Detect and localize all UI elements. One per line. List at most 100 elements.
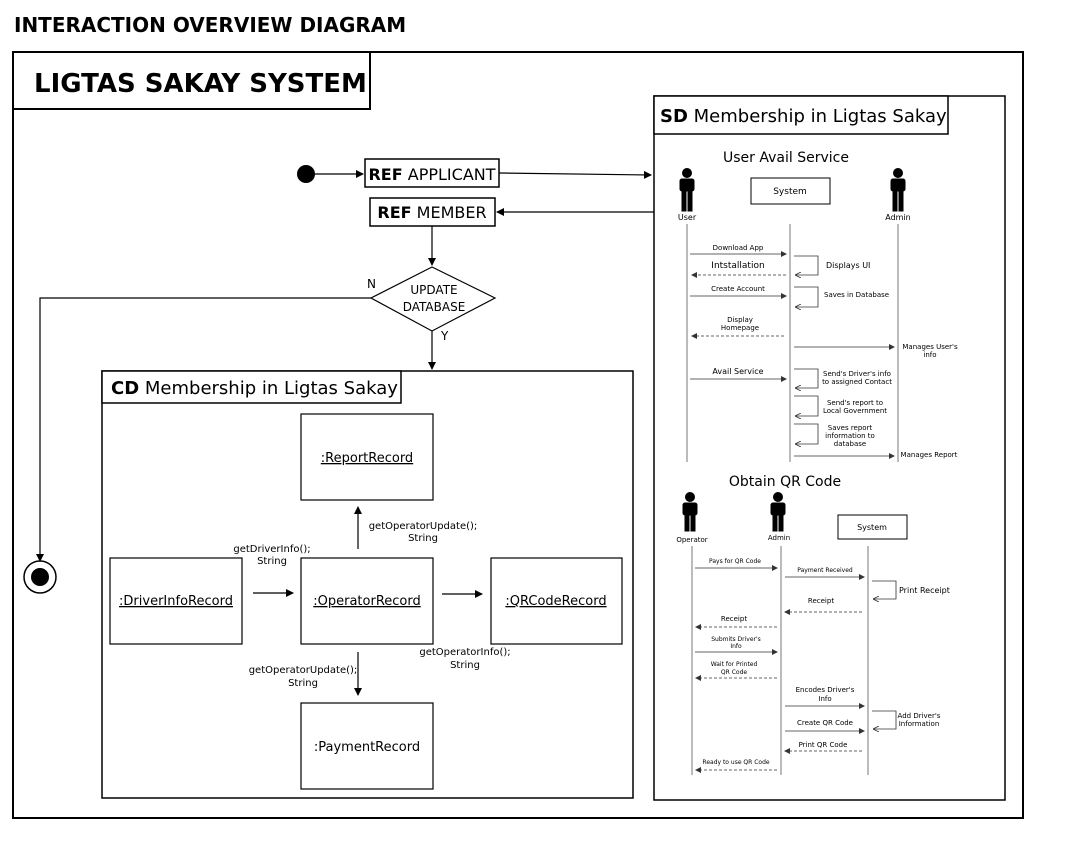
seq1-self-sends-contact — [794, 368, 819, 388]
system-frame-tab — [12, 51, 371, 110]
class-report-record — [300, 413, 434, 501]
seq1-msg-create-account-label: Create Account — [711, 285, 765, 293]
seq2-add-driver-l1: Add Driver's — [898, 712, 941, 720]
seq1-system-label: System — [773, 187, 807, 197]
svg-text:REF APPLICANT: REF APPLICANT — [368, 165, 495, 184]
ref-member-keyword: REF — [377, 203, 411, 222]
class-payment-record — [300, 702, 434, 790]
ref-member-label: MEMBER — [417, 203, 487, 222]
seq2-print-qr-label: Print QR Code — [799, 741, 848, 749]
flow-applicant-to-sd — [498, 170, 652, 179]
seq2-heading: Obtain QR Code — [729, 474, 841, 490]
msg-operator-update-payment-type: String — [288, 678, 318, 689]
seq1-saves-report-l3: database — [834, 440, 866, 448]
sd-keyword: SD — [660, 106, 688, 127]
seq1-sends-contact-l1: Send's Driver's info — [823, 370, 891, 378]
seq1-self-sends-local — [794, 395, 819, 416]
class-report-record-label: :ReportRecord — [321, 451, 413, 466]
decision-line-2: DATABASE — [403, 300, 466, 314]
svg-text:REF MEMBER: REF MEMBER — [377, 203, 486, 222]
cd-title: Membership in Ligtas Sakay — [145, 378, 398, 399]
msg-operator-update-report-type: String — [408, 533, 438, 544]
seq2-system-box — [837, 514, 908, 540]
seq1-self-saves-report — [794, 423, 819, 444]
ref-applicant: REF APPLICANT — [364, 158, 500, 188]
seq2-submits-l2: Info — [730, 643, 742, 650]
page-title: INTERACTION OVERVIEW DIAGRAM — [14, 13, 406, 37]
seq2-receipt-op-label: Receipt — [721, 615, 747, 623]
seq2-encodes-l1: Encodes Driver's — [796, 686, 855, 694]
seq1-msg-installation-label: Intstallation — [711, 261, 764, 271]
initial-node — [297, 165, 315, 183]
msg-operator-info-type: String — [450, 660, 480, 671]
seq1-actor-user: User — [678, 213, 697, 222]
decision-update-database: UPDATE DATABASE — [369, 266, 497, 332]
seq1-system-box — [750, 177, 831, 205]
decision-yes-label: Y — [440, 329, 449, 343]
seq1-self-saves-db — [794, 286, 819, 307]
seq1-display-homepage-l1: Display — [727, 316, 753, 324]
sd-title: Membership in Ligtas Sakay — [694, 106, 947, 127]
seq1-displays-ui-label: Displays UI — [826, 261, 870, 270]
svg-text:CD Membership in Ligtas Sakay: CD Membership in Ligtas Sakay — [111, 378, 398, 399]
seq2-receipt-sys-label: Receipt — [808, 597, 834, 605]
svg-text:SD Membership in Ligtas Sakay: SD Membership in Ligtas Sakay — [660, 106, 947, 127]
user-actor-icon — [679, 168, 695, 212]
seq2-submits-l1: Submits Driver's — [711, 636, 761, 643]
seq1-avail-service-label: Avail Service — [712, 367, 763, 376]
seq2-pays-label: Pays for QR Code — [709, 558, 761, 565]
msg-driver-info-type: String — [257, 556, 287, 567]
seq1-sends-local-l2: Local Government — [823, 407, 887, 415]
class-qrcode-record — [490, 557, 623, 645]
cd-keyword: CD — [111, 378, 139, 399]
seq2-self-add-driver — [872, 710, 897, 729]
seq1-saves-report-l1: Saves report — [828, 424, 873, 432]
seq1-manages-report-label: Manages Report — [901, 451, 958, 459]
seq2-encodes-l2: Info — [818, 695, 831, 703]
class-driver-info-record-label: :DriverInfoRecord — [119, 594, 233, 609]
seq2-self-print-receipt — [872, 580, 897, 599]
decision-no-label: N — [367, 277, 376, 291]
class-operator-record-label: :OperatorRecord — [313, 594, 421, 609]
seq2-print-receipt-label: Print Receipt — [899, 586, 950, 595]
admin-actor-icon — [890, 168, 906, 212]
seq1-actor-admin: Admin — [885, 213, 911, 222]
ref-applicant-keyword: REF — [368, 165, 402, 184]
seq1-manages-user-l2: info — [923, 351, 936, 359]
msg-operator-update-report-call: getOperatorUpdate(); — [369, 521, 478, 532]
decision-line-1: UPDATE — [410, 283, 457, 297]
seq-obtain-qr-code: Obtain QR Code Operator Admin System Pay… — [676, 474, 950, 775]
seq1-saves-db-label: Saves in Database — [824, 291, 889, 299]
seq2-create-qr-label: Create QR Code — [797, 719, 853, 727]
seq1-msg-download-label: Download App — [713, 244, 764, 252]
msg-operator-update-payment-call: getOperatorUpdate(); — [249, 665, 358, 676]
msg-operator-info-call: getOperatorInfo(); — [419, 647, 510, 658]
class-driver-info-record — [109, 557, 243, 645]
sd-frame: SD Membership in Ligtas Sakay — [653, 95, 1006, 801]
seq1-sends-contact-l2: to assigned Contact — [822, 378, 892, 386]
seq-user-avail-service: User Avail Service User System Admin Dow… — [678, 150, 958, 462]
seq1-heading: User Avail Service — [723, 150, 849, 166]
ref-applicant-label: APPLICANT — [408, 165, 496, 184]
flow-no-to-final — [36, 297, 371, 562]
class-payment-record-label: :PaymentRecord — [314, 740, 420, 755]
operator-actor-icon — [682, 492, 698, 532]
seq2-payment-received-label: Payment Received — [797, 567, 853, 574]
final-node — [23, 560, 57, 594]
msg-driver-info-call: getDriverInfo(); — [233, 544, 310, 555]
seq2-wait-l2: QR Code — [721, 669, 747, 676]
seq2-add-driver-l2: Information — [899, 720, 940, 728]
seq1-self-displays-ui — [794, 255, 819, 275]
ref-member: REF MEMBER — [369, 197, 496, 227]
seq2-actor-operator: Operator — [676, 536, 707, 544]
class-qrcode-record-label: :QRCodeRecord — [505, 594, 606, 609]
system-frame — [12, 51, 1024, 819]
qr-admin-actor-icon — [770, 492, 786, 532]
seq1-saves-report-l2: information to — [825, 432, 875, 440]
seq2-ready-label: Ready to use QR Code — [702, 759, 769, 766]
seq1-sends-local-l1: Send's report to — [827, 399, 883, 407]
seq2-system-label: System — [857, 523, 887, 532]
seq1-manages-user-l1: Manages User's — [902, 343, 958, 351]
seq2-wait-l1: Wait for Printed — [711, 661, 758, 668]
